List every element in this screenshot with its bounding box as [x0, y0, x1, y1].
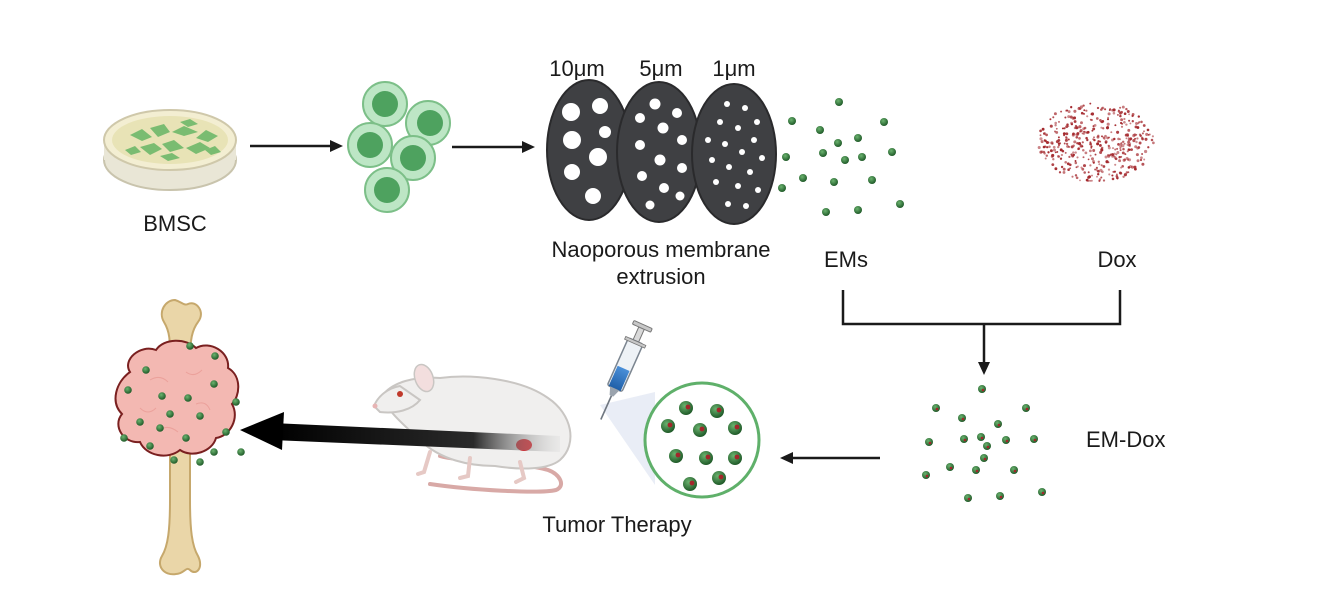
label-tumor-therapy: Tumor Therapy — [542, 512, 692, 537]
petri-dish-icon — [103, 109, 237, 191]
label-bmsc: BMSC — [143, 211, 207, 236]
label-filter-5um: 5μm — [639, 56, 683, 81]
dox-particles — [1037, 102, 1155, 183]
rat-icon — [372, 363, 572, 494]
label-dox: Dox — [1097, 247, 1137, 272]
merge-connector — [841, 290, 1122, 364]
em-dox-particles — [922, 385, 1046, 502]
label-em-dox: EM-Dox — [1086, 427, 1166, 452]
membrane-5um — [616, 81, 702, 223]
magnified-view — [600, 381, 761, 499]
arrow-to-em-dox — [978, 362, 990, 375]
syringe-icon — [600, 320, 653, 420]
ems-particles — [778, 98, 904, 216]
label-extrusion-line1: Naoporous membrane — [551, 237, 771, 262]
arrow-therapy-to-tumor — [240, 412, 560, 452]
label-filter-1um: 1μm — [712, 56, 756, 81]
label-filter-10um: 10μm — [549, 56, 605, 81]
bone-tumor-icon — [114, 298, 245, 576]
stem-cells-icon — [347, 81, 451, 213]
arrow-emdox-to-therapy — [780, 452, 880, 464]
arrow-dish-to-cells — [250, 140, 343, 152]
membrane-10um — [546, 79, 632, 221]
label-ems: EMs — [824, 247, 868, 272]
label-extrusion-line2: extrusion — [616, 264, 706, 289]
arrow-cells-to-membrane — [452, 141, 535, 153]
membrane-1um — [691, 83, 777, 225]
